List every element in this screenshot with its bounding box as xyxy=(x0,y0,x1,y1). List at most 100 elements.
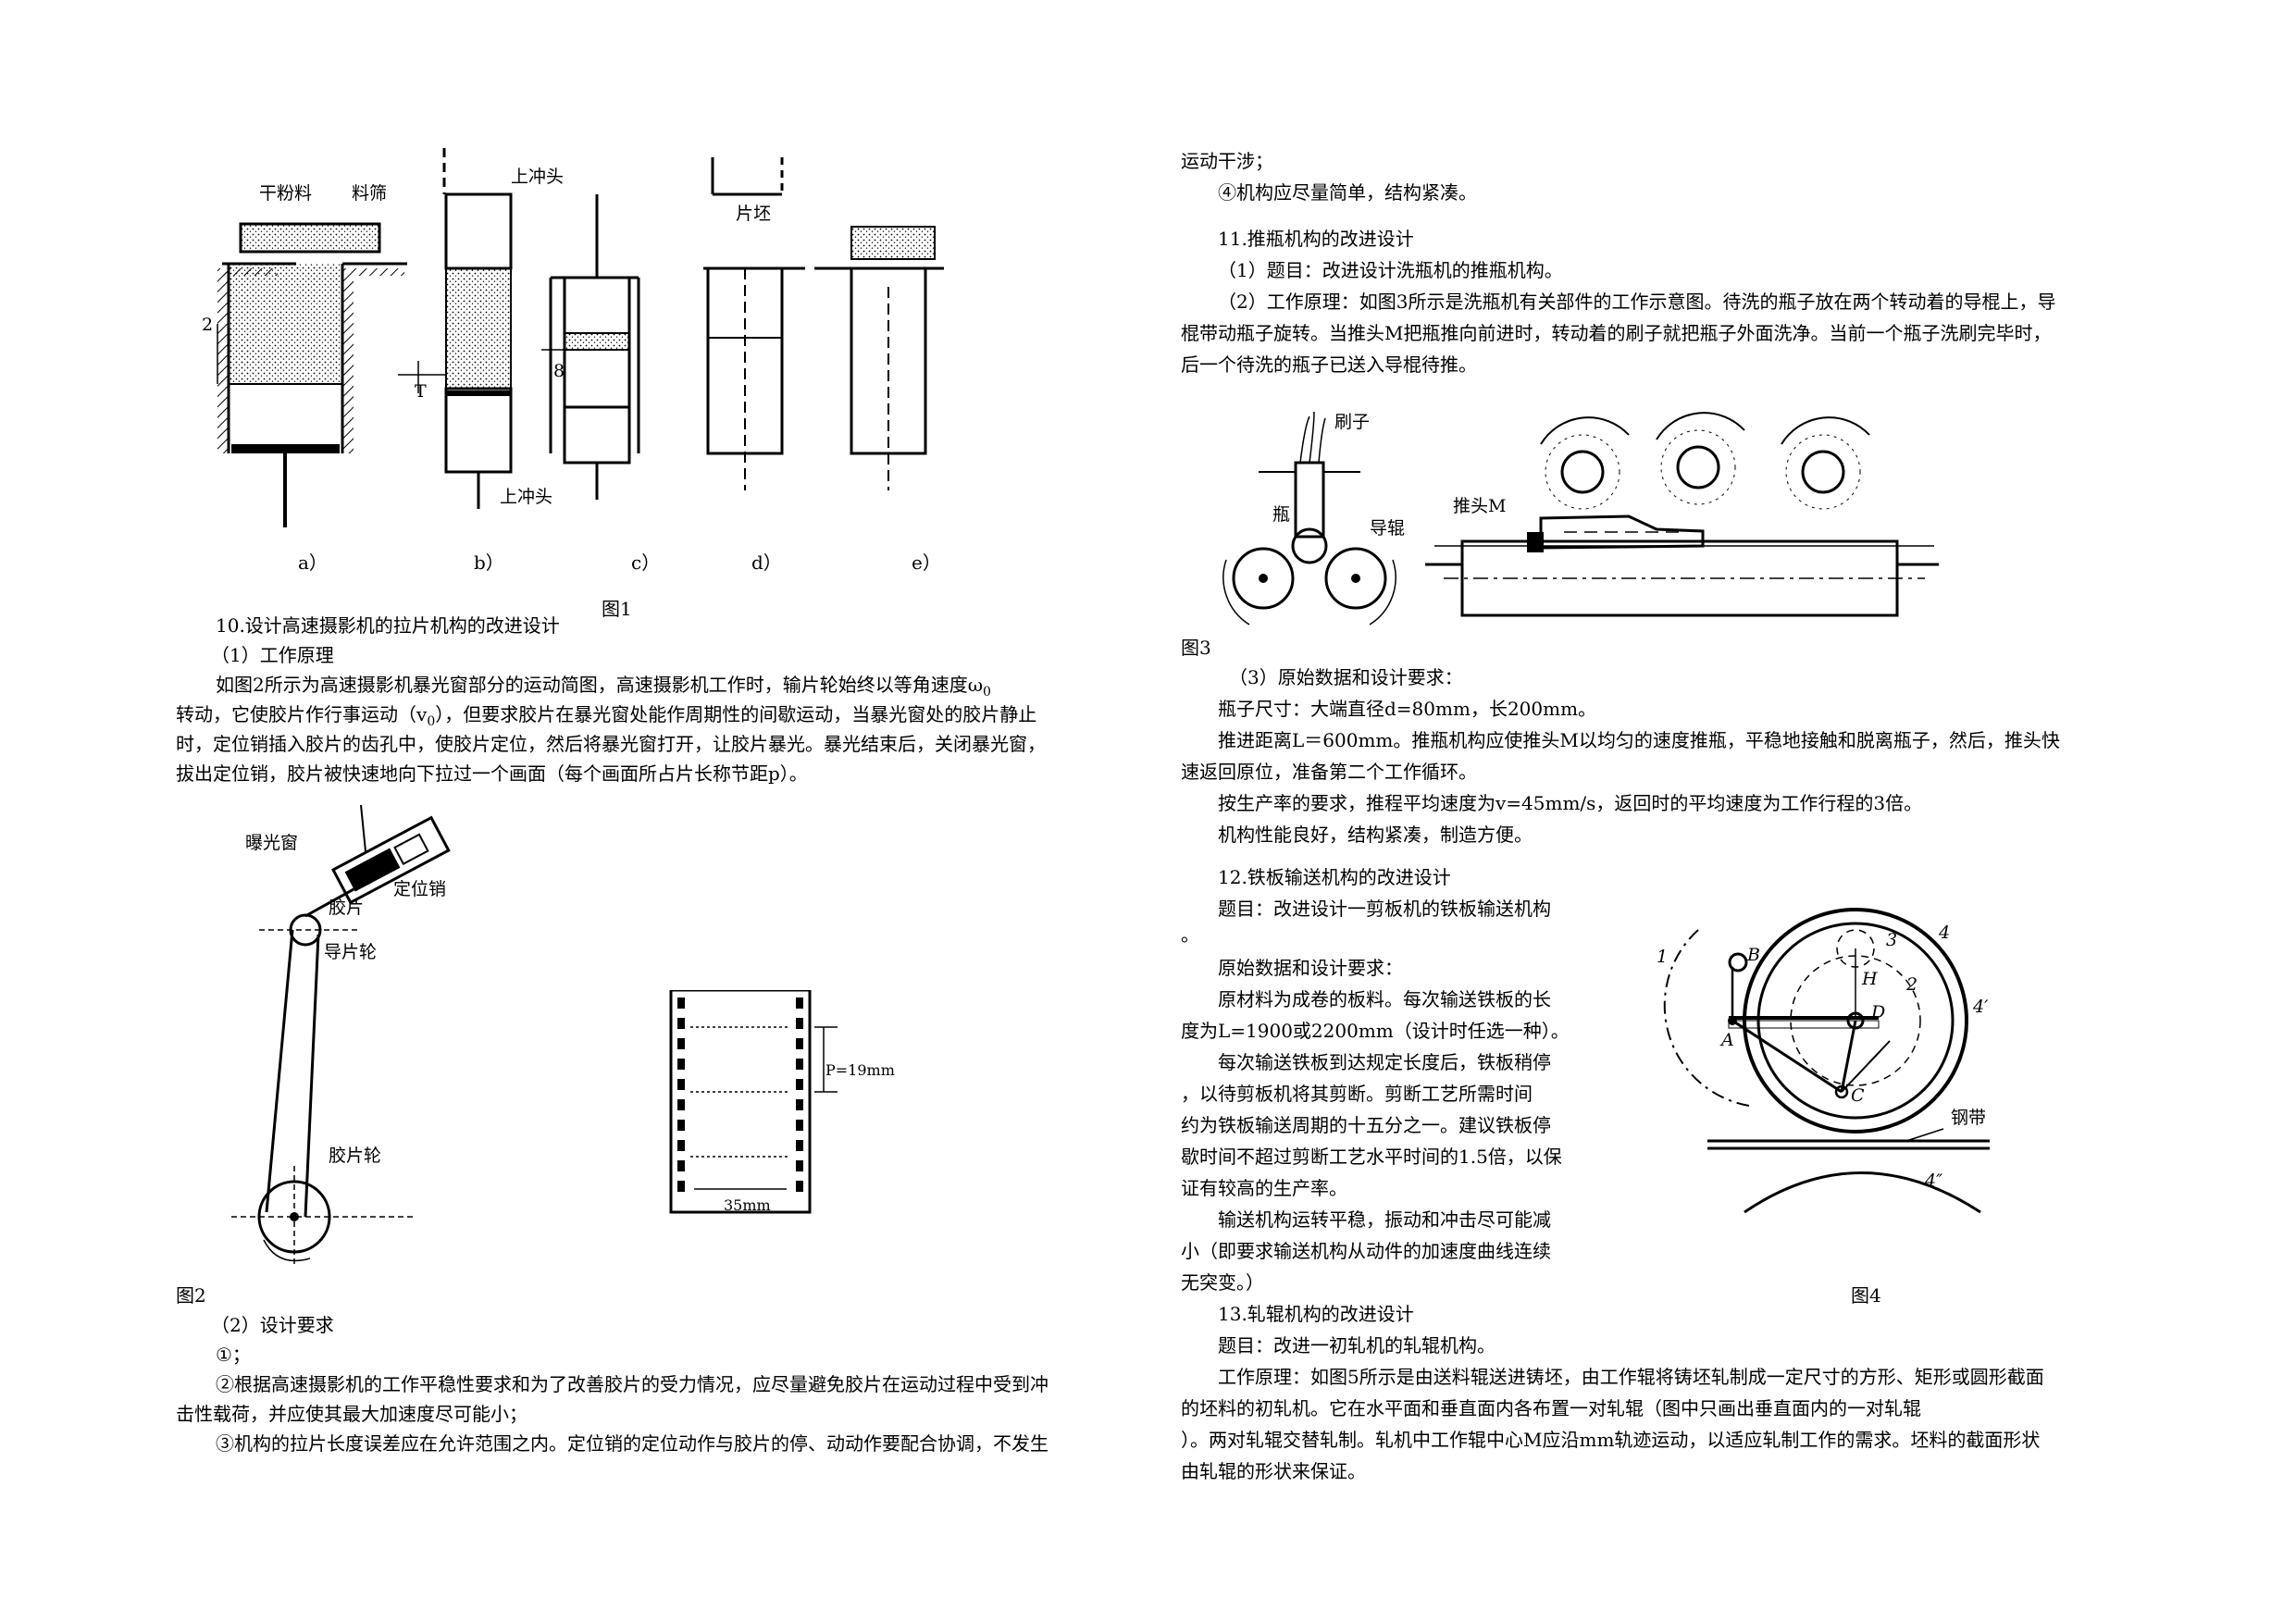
section-10-title: 10.设计高速摄影机的拉片机构的改进设计 xyxy=(216,614,560,637)
requirement-1: ①； xyxy=(216,1344,251,1366)
section-11-item-2b: 棍带动瓶子旋转。当推头M把瓶推向前进时，转动着的刷子就把瓶子外面洗净。当前一个瓶… xyxy=(1181,322,2052,344)
section-12-item-4c: 约为铁板输送周期的十五分之一。建议铁板停 xyxy=(1181,1114,1551,1136)
section-11-item-3a: 瓶子尺寸：大端直径d=80mm，长200mm。 xyxy=(1218,698,1597,720)
fig3-label-guide-roller: 导辊 xyxy=(1370,518,1406,539)
fig4-label-3: 3 xyxy=(1886,930,1898,950)
continuation-line-1: 运动干涉； xyxy=(1181,150,1273,172)
figure-1: 干粉料 料筛 上冲头 片坯 上冲头 2 T 8 xyxy=(202,139,1027,546)
requirement-3: ③机构的拉片长度误差应在允许范围之内。定位销的定位动作与胶片的停、动动作要配合协… xyxy=(216,1432,1049,1455)
section-12-item-4a: 每次输送铁板到达规定长度后，铁板稍停 xyxy=(1218,1051,1551,1073)
section-11-item-3b-1: 推进距离L＝600mm。推瓶机构应使推头M以均匀的速度推瓶，平稳地接触和脱离瓶子… xyxy=(1218,729,2060,751)
rotating-brushes xyxy=(1540,412,1870,510)
section-13-item-2a: 工作原理：如图5所示是由送料辊送进铸坯，由工作辊将铸坯轧制成一定尺寸的方形、矩形… xyxy=(1218,1366,2044,1388)
section-10-body-4: 拔出定位销，胶片被快速地向下拉过一个画面（每个画面所占片长称节距p）。 xyxy=(176,762,808,785)
fig3-label-pusher: 推头M xyxy=(1453,496,1507,516)
section-12-item-1b: 。 xyxy=(1181,923,1199,946)
figure-3: 刷子 瓶 导辊 推头M xyxy=(1222,407,1943,629)
figure-3-drawing xyxy=(1222,411,1939,626)
requirement-2-line-2: 击性载荷，并应使其最大加速度尽可能小； xyxy=(176,1403,527,1425)
section-11-item-1: （1）题目：改进设计洗瓶机的推瓶机构。 xyxy=(1218,259,1563,281)
fig1-sub-b: b） xyxy=(474,551,504,574)
exposure-window-block xyxy=(330,815,451,905)
fig4-label-A: A xyxy=(1721,1030,1734,1050)
section-12-item-1: 题目：改进设计一剪板机的铁板输送机构 xyxy=(1218,898,1551,920)
section-10-body-2: 转动，它使胶片作行事运动（v0），但要求胶片在暴光窗处能作周期性的间歇运动，当暴… xyxy=(176,703,1037,729)
section-11-item-3: （3）原始数据和设计要求： xyxy=(1229,666,1463,688)
fig1-die-b xyxy=(398,148,513,509)
section-13-item-2c: ）。两对轧辊交替轧制。轧机中工作辊中心M应沿mm轨迹运动，以适应轧制工作的需求。… xyxy=(1181,1429,2041,1451)
figure-1-drawing xyxy=(217,148,944,527)
section-11-item-3c: 按生产率的要求，推程平均速度为v=45mm/s，返回时的平均速度为工作行程的3倍… xyxy=(1218,792,1923,814)
section-12-item-3a: 原材料为成卷的板料。每次输送铁板的长 xyxy=(1218,988,1551,1010)
fig2-label-film-wheel: 胶片轮 xyxy=(329,1146,382,1166)
section-11-item-2c: 后一个待洗的瓶子已送入导棍待推。 xyxy=(1181,353,1477,376)
fig1-die-d xyxy=(703,157,805,490)
section-12-title: 12.铁板输送机构的改进设计 xyxy=(1218,866,1451,888)
fig2-label-pin: 定位销 xyxy=(393,879,447,899)
fig2-caption: 图2 xyxy=(176,1284,206,1307)
section-12-item-5c: 无突变。） xyxy=(1181,1271,1264,1294)
fig4-label-B: B xyxy=(1747,945,1760,965)
fig1-sub-a: a） xyxy=(298,551,328,574)
section-12-item-3b: 度为L=1900或2200mm（设计时任选一种）。 xyxy=(1181,1020,1570,1042)
fig1-sub-d: d） xyxy=(751,551,782,574)
section-11-item-3b-2: 速返回原位，准备第二个工作循环。 xyxy=(1181,761,1477,783)
fig4-label-4: 4 xyxy=(1939,923,1951,943)
fig3-label-bottle: 瓶 xyxy=(1272,504,1291,525)
fig1-die-a xyxy=(217,222,407,527)
section-11-item-3d: 机构性能良好，结构紧凑，制造方便。 xyxy=(1218,824,1533,846)
film-strip-drawing xyxy=(669,990,838,1214)
fig4-caption: 图4 xyxy=(1851,1284,1881,1307)
fig3-label-brush: 刷子 xyxy=(1334,412,1371,432)
figure-2: 曝光窗 定位销 胶片 导片轮 胶片轮 xyxy=(176,805,731,1286)
fig4-label-C: C xyxy=(1851,1085,1865,1106)
fig3-caption: 图3 xyxy=(1181,637,1211,659)
figure-2-drawing xyxy=(231,805,451,1268)
section-11-title: 11.推瓶机构的改进设计 xyxy=(1218,228,1414,250)
fig1-die-c xyxy=(541,194,640,500)
fig4-label-strip: 钢带 xyxy=(1951,1108,1987,1128)
section-13-item-1: 题目：改进一初轧机的轧辊机构。 xyxy=(1218,1334,1496,1357)
section-10-subtitle-1: （1）工作原理 xyxy=(211,644,334,666)
fig2-label-film: 胶片 xyxy=(329,898,365,918)
fig4-label-H: H xyxy=(1862,969,1878,989)
fig1-dim-3: 8 xyxy=(553,361,565,381)
section-10-subtitle-2: （2）设计要求 xyxy=(211,1314,334,1336)
fig1-dim-1: 2 xyxy=(202,315,214,335)
fig4-label-4double: 4″ xyxy=(1925,1171,1943,1191)
fig1-label-upper-punch: 上冲头 xyxy=(511,167,565,187)
fig2-label-guide: 导片轮 xyxy=(324,942,378,962)
section-12-item-4b: ，以待剪板机将其剪断。剪断工艺所需时间 xyxy=(1181,1083,1533,1105)
fig4-label-2: 2 xyxy=(1906,974,1918,995)
section-12-item-5a: 输送机构运转平稳，振动和冲击尽可能减 xyxy=(1218,1208,1551,1231)
fig1-label-lower-punch: 上冲头 xyxy=(500,487,553,507)
section-12-item-4e: 证有较高的生产率。 xyxy=(1181,1177,1347,1199)
fig2-label-window: 曝光窗 xyxy=(245,833,299,853)
section-13-title: 13.轧辊机构的改进设计 xyxy=(1218,1303,1414,1325)
fig1-sub-e: e） xyxy=(912,551,941,574)
fig1-die-e xyxy=(814,226,944,490)
section-12-item-5b: 小（即要求输送机构从动件的加速度曲线连续 xyxy=(1181,1240,1551,1262)
fig1-sub-c: c） xyxy=(631,551,661,574)
continuation-line-2: ④机构应尽量简单，结构紧凑。 xyxy=(1218,181,1477,204)
requirement-2-line-1: ②根据高速摄影机的工作平稳性要求和为了改善胶片的受力情况，应尽量避免胶片在运动过… xyxy=(216,1373,1049,1395)
figure-4-drawing xyxy=(1663,908,1990,1214)
fig1-dim-2: T xyxy=(415,381,427,402)
section-10-body-1: 如图2所示为高速摄影机暴光窗部分的运动简图，高速摄影机工作时，输片轮始终以等角速… xyxy=(216,674,991,700)
figure-4: 1 B A 3 4 H 2 D 4′ C 钢带 4″ xyxy=(1629,902,2017,1217)
fig4-label-D: D xyxy=(1871,1002,1886,1022)
film-strip-figure: P=19mm 35mm xyxy=(666,990,895,1221)
fig1-label-sieve: 料筛 xyxy=(352,183,388,204)
section-11-item-2a: （2）工作原理：如图3所示是洗瓶机有关部件的工作示意图。待洗的瓶子放在两个转动着… xyxy=(1218,291,2056,313)
fig4-label-4prime: 4′ xyxy=(1973,997,1989,1017)
film-pitch-label: P=19mm xyxy=(825,1061,895,1079)
section-12-item-4d: 歇时间不超过剪断工艺水平时间的1.5倍，以保 xyxy=(1181,1146,1562,1168)
section-10-body-3: 时，定位销插入胶片的齿孔中，使胶片定位，然后将暴光窗打开，让胶片暴光。暴光结束后… xyxy=(176,733,1046,755)
fig1-label-powder: 干粉料 xyxy=(259,183,313,204)
fig1-caption: 图1 xyxy=(602,598,632,620)
fig4-label-1: 1 xyxy=(1657,947,1669,967)
fig1-label-blank: 片坯 xyxy=(736,204,772,224)
perforations-right xyxy=(796,997,803,1192)
section-13-item-2b: 的坯料的初轧机。它在水平面和垂直面内各布置一对轧辊（图中只画出垂直面内的一对轧辊 xyxy=(1181,1397,1921,1419)
